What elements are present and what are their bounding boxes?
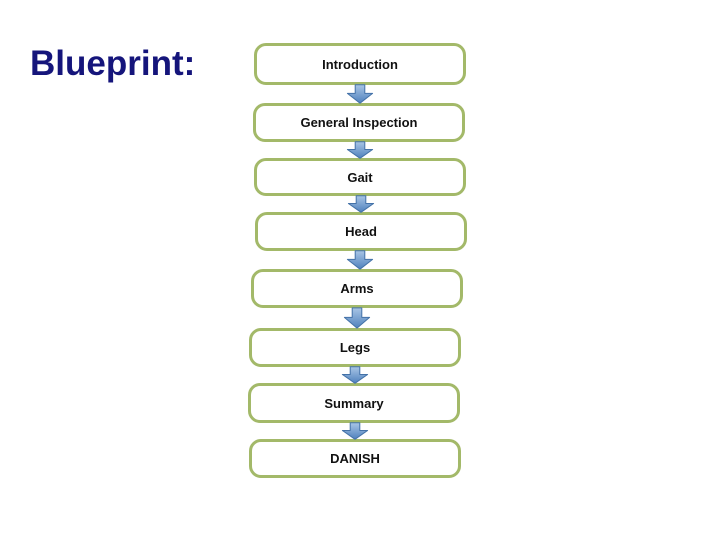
slide-title: Blueprint: [30, 44, 196, 83]
flow-step-danish: DANISH [249, 439, 461, 478]
flow-step-arms: Arms [251, 269, 463, 308]
flow-step-introduction: Introduction [254, 43, 466, 85]
down-arrow-icon [340, 366, 370, 384]
flow-step-label: General Inspection [300, 115, 418, 130]
down-arrow-icon [346, 195, 376, 213]
flow-step-label: Gait [347, 169, 373, 185]
flow-step-head: Head [255, 212, 467, 251]
down-arrow-icon [342, 307, 372, 329]
down-arrow-icon [345, 84, 375, 104]
flow-step-label: DANISH [330, 451, 380, 466]
down-arrow-icon [345, 141, 375, 159]
down-arrow-icon [345, 250, 375, 270]
flow-step-label: Summary [324, 395, 384, 411]
flow-step-summary: Summary [248, 383, 460, 423]
down-arrow-icon [340, 422, 370, 440]
flow-step-label: Introduction [322, 56, 398, 72]
flow-step-legs: Legs [249, 328, 461, 367]
flow-step-label: Head [345, 224, 377, 239]
flow-step-gait: Gait [254, 158, 466, 196]
flow-step-general-inspection: General Inspection [253, 103, 465, 142]
flow-step-label: Legs [339, 340, 371, 355]
flow-step-label: Arms [340, 281, 374, 296]
